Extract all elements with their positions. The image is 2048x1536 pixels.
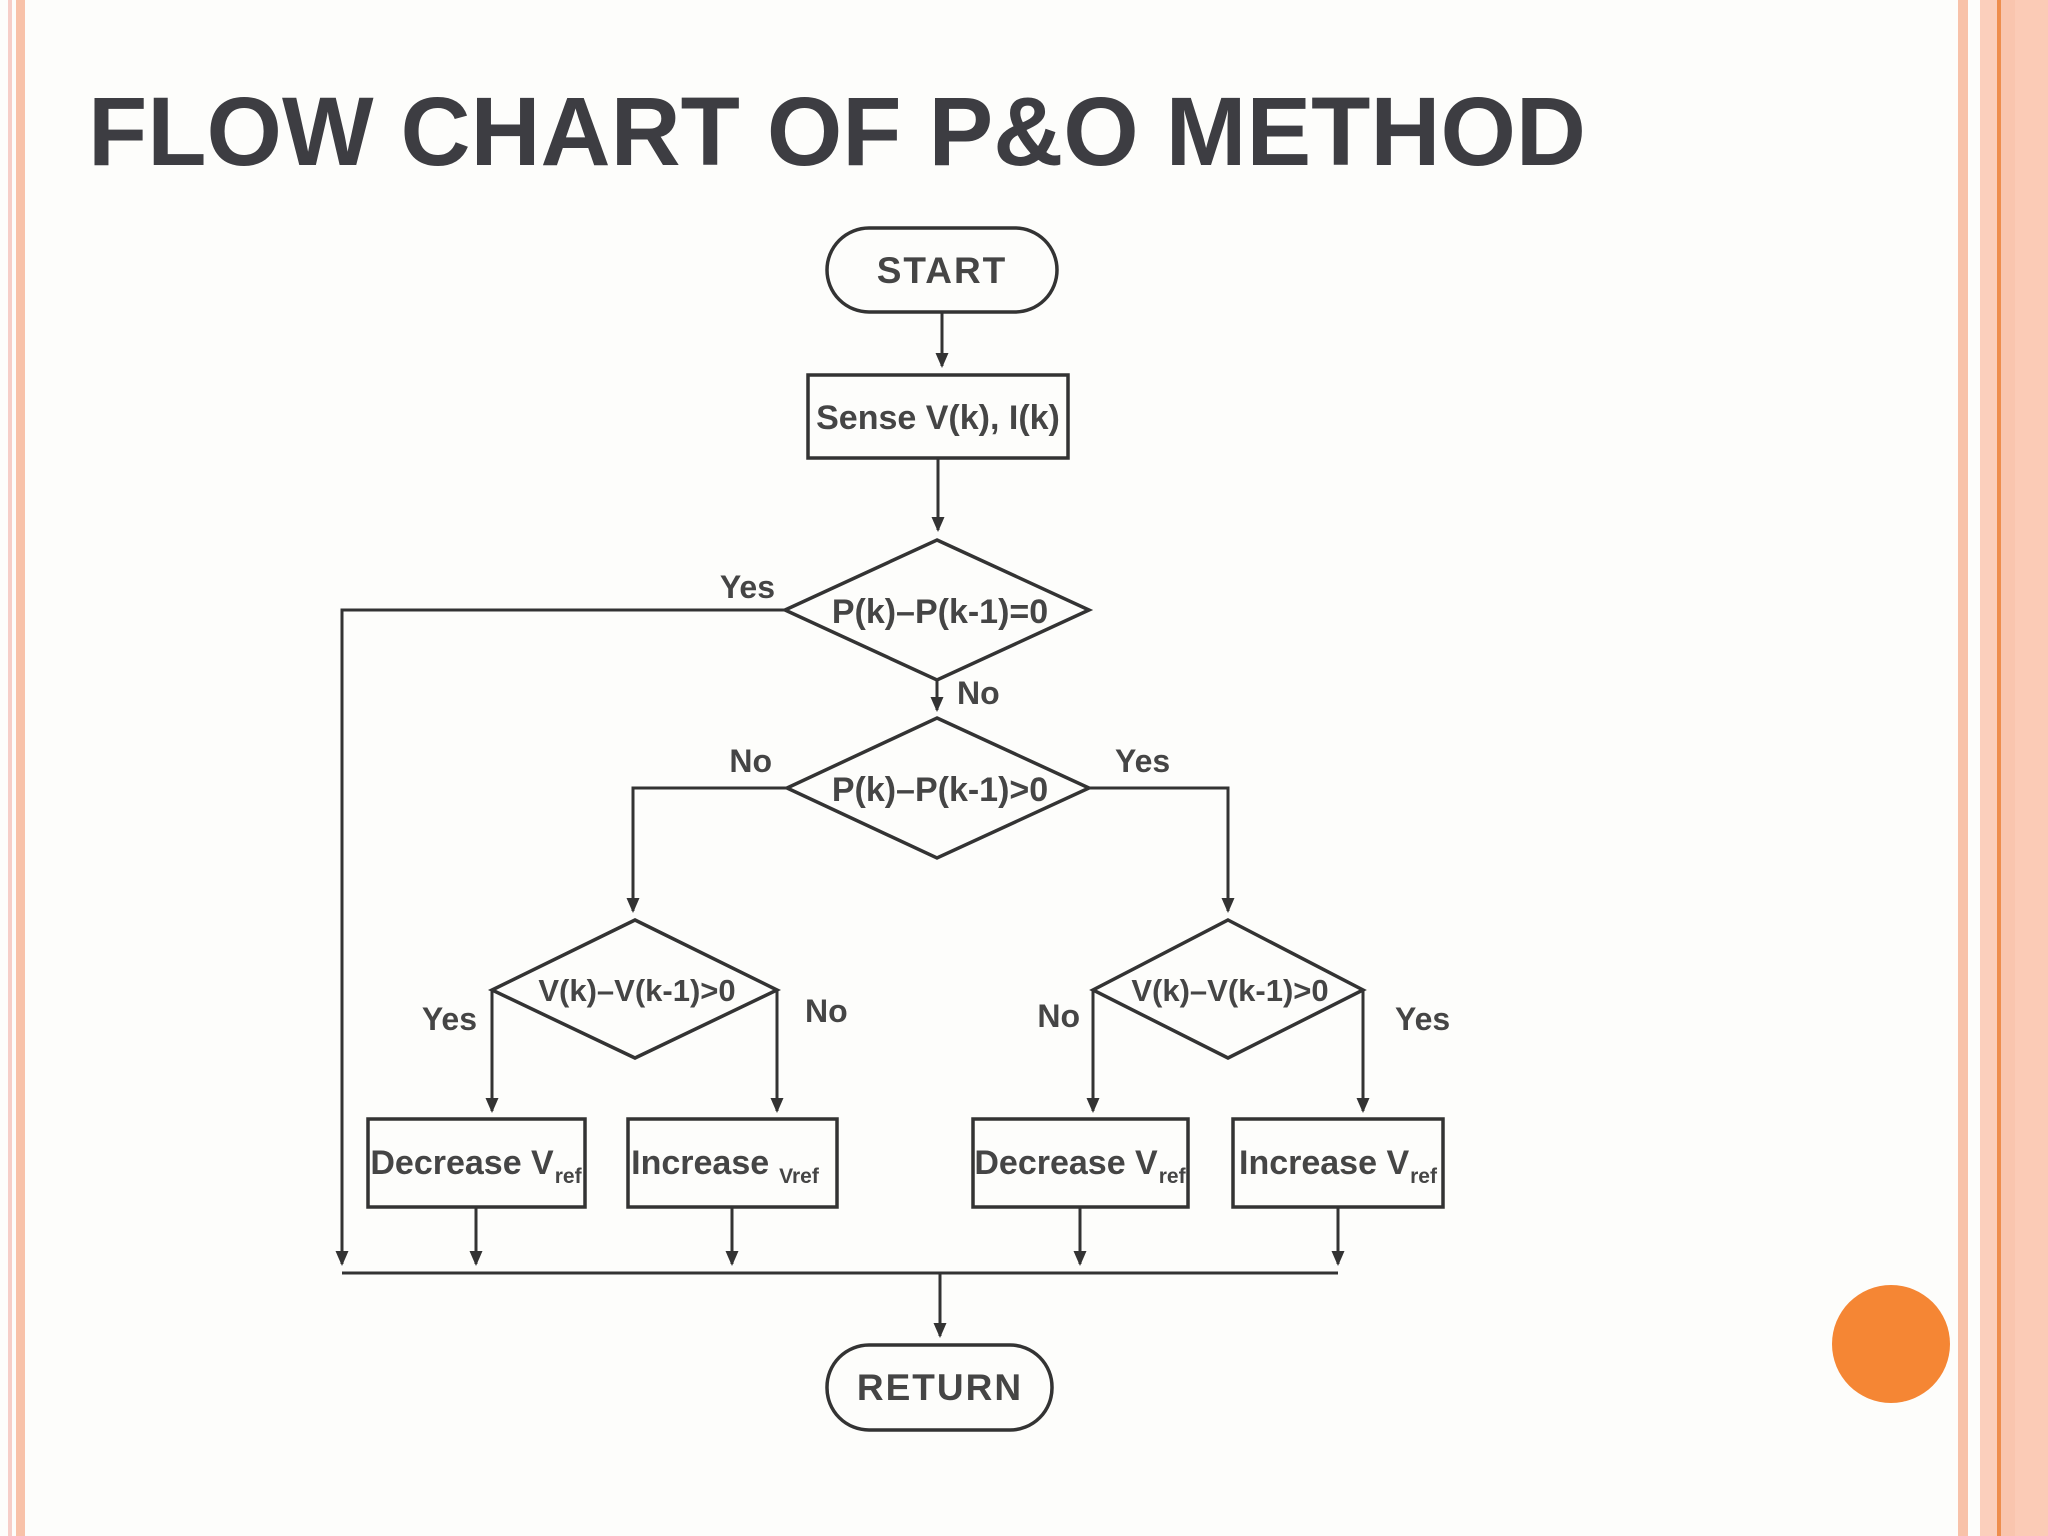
right-band-light-segment [1980, 0, 1997, 1536]
right-border-band [1980, 0, 2048, 1536]
label-decision2-yes: Yes [1115, 743, 1170, 779]
label-decision1-no: No [957, 675, 1000, 711]
increase-vref-right-node [1231, 1117, 1445, 1209]
start-node [825, 226, 1059, 314]
edge-decision1-yes-feedback [335, 608, 785, 1266]
left-border-stripe-wide [16, 0, 25, 1536]
decrease-vref-right-label: Decrease Vref [974, 1144, 1186, 1188]
increase-vref-right-label: Increase Vref [1239, 1144, 1438, 1188]
label-decision2-no: No [729, 743, 772, 779]
right-band-soft-segment [2015, 0, 2048, 1536]
label-dvl-no: No [805, 993, 848, 1029]
decision-power-positive-node [782, 716, 1094, 860]
decision-power-zero-node [780, 538, 1094, 682]
label-dvl-yes: Yes [422, 1001, 477, 1037]
edge-decision2-no [626, 786, 787, 913]
sense-label: Sense V(k), I(k) [816, 399, 1060, 437]
right-border-stripe-thin [1958, 0, 1968, 1536]
right-band-dark-line [1997, 0, 2001, 1536]
edge-decision2-yes [1089, 786, 1235, 913]
page-title: FLOW CHART OF P&O METHOD [88, 77, 1586, 186]
decrease-vref-right-node [971, 1117, 1190, 1209]
decrease-vref-left-node [366, 1117, 587, 1209]
return-node [825, 1343, 1054, 1432]
decision-voltage-left-node [487, 918, 782, 1060]
increase-vref-left-node [626, 1117, 839, 1209]
left-border-stripe-thin [8, 0, 12, 1536]
label-dvr-no: No [1037, 998, 1080, 1034]
decision-voltage-right-label: V(k)–V(k-1)>0 [1131, 973, 1328, 1008]
decision-power-positive-label: P(k)–P(k-1)>0 [832, 771, 1048, 809]
label-dvr-yes: Yes [1395, 1001, 1450, 1037]
decrease-vref-left-label: Decrease Vref [370, 1144, 582, 1188]
start-label: START [877, 250, 1008, 291]
return-label: RETURN [857, 1367, 1023, 1408]
decision-power-zero-label: P(k)–P(k-1)=0 [832, 593, 1048, 631]
decision-voltage-right-node [1089, 918, 1367, 1060]
label-decision1-yes: Yes [720, 569, 775, 605]
accent-circle [1832, 1285, 1950, 1403]
sense-node [806, 373, 1070, 460]
decision-voltage-left-label: V(k)–V(k-1)>0 [538, 973, 735, 1008]
